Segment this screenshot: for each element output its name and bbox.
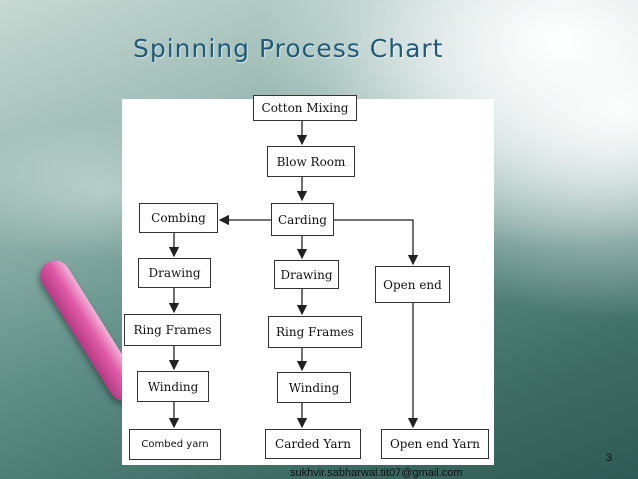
node-winding-left: Winding: [137, 371, 209, 402]
node-drawing-mid: Drawing: [274, 260, 339, 289]
node-ring-frames-mid: Ring Frames: [268, 316, 362, 348]
node-cotton-mixing: Cotton Mixing: [253, 95, 357, 121]
node-winding-mid: Winding: [277, 372, 351, 403]
node-open-end: Open end: [375, 266, 450, 303]
flowchart-connectors: [168, 121, 419, 429]
flowchart-panel: Cotton Mixing Blow Room Carding Combing …: [122, 95, 494, 465]
slide-title: Spinning Process Chart: [133, 34, 444, 63]
page-number: 3: [606, 452, 613, 464]
edge-carding-openend: [334, 219, 419, 266]
node-combed-yarn: Combed yarn: [129, 429, 221, 460]
node-blow-room: Blow Room: [267, 146, 355, 177]
node-ring-frames-left: Ring Frames: [124, 314, 221, 346]
node-carded-yarn: Carded Yarn: [265, 429, 361, 459]
footer-email: sukhvir.sabharwal.tit07@gmail.com: [290, 467, 463, 479]
node-combing: Combing: [139, 203, 218, 233]
node-carding: Carding: [271, 203, 334, 236]
node-open-end-yarn: Open end Yarn: [381, 429, 489, 459]
node-drawing-left: Drawing: [138, 258, 211, 288]
